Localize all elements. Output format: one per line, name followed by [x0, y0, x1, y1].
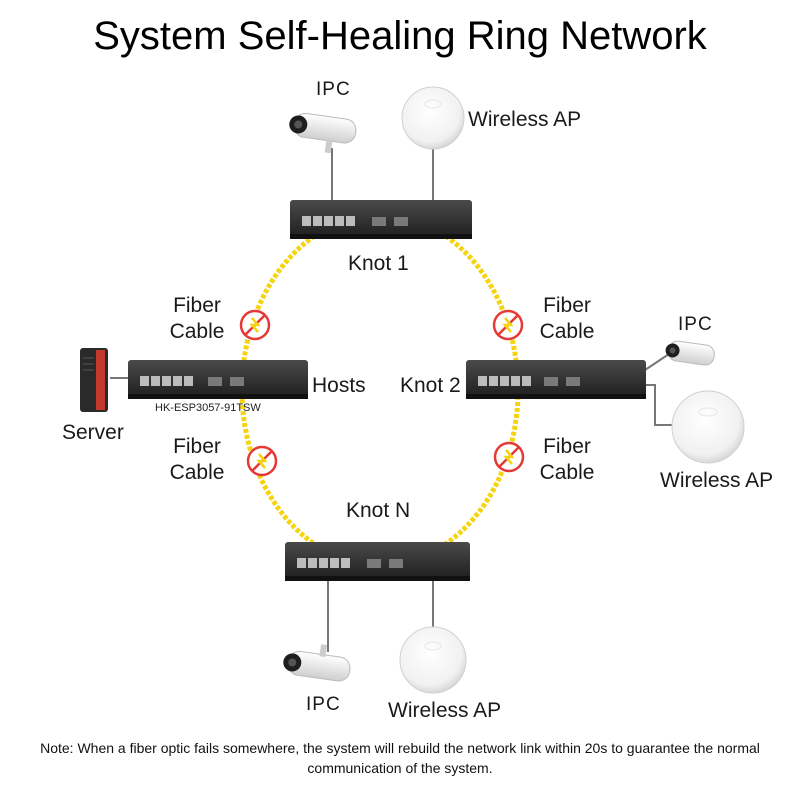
fiber-cable-line1: Fiber: [543, 435, 591, 458]
knot2-label: Knot 2: [400, 374, 461, 397]
server-icon: [80, 348, 108, 412]
fiber-cable-line1: Fiber: [543, 294, 591, 317]
ipc-label-knot1: IPC: [316, 79, 351, 100]
wireless-ap-label-knot2: Wireless AP: [660, 469, 774, 492]
fiber-cable-line2: Cable: [169, 461, 225, 484]
wireless-ap-icon-knotn: [399, 626, 467, 694]
switch-knot2: [466, 360, 646, 399]
fiber-cable-line2: Cable: [169, 320, 225, 343]
ipc-camera-icon-knot1: [289, 112, 357, 154]
line-knot2-ap: [645, 384, 678, 426]
ipc-camera-icon-knotn: [283, 644, 351, 682]
fiber-cable-label-top-left: Fiber Cable: [158, 293, 236, 345]
switch-knot1: [290, 200, 472, 239]
wireless-ap-label-knotn: Wireless AP: [388, 699, 502, 722]
hosts-label: Hosts: [312, 374, 366, 397]
wireless-ap-icon-knot2: [671, 390, 745, 464]
wireless-ap-icon-knot1: [401, 86, 465, 150]
connection-lines: [110, 145, 678, 652]
fiber-cable-line1: Fiber: [173, 435, 221, 458]
fiber-break-icon-bottom-left: [246, 445, 278, 477]
fiber-cable-label-bottom-left: Fiber Cable: [158, 434, 236, 486]
page-title: System Self-Healing Ring Network: [93, 14, 707, 58]
fiber-break-icon-top-right: [492, 309, 524, 341]
fiber-cable-label-bottom-right: Fiber Cable: [528, 434, 606, 486]
model-label: HK-ESP3057-91TSW: [155, 402, 261, 414]
ipc-camera-icon-knot2: [665, 340, 715, 366]
fiber-cable-line1: Fiber: [173, 294, 221, 317]
fiber-cable-label-top-right: Fiber Cable: [528, 293, 606, 345]
knot1-label: Knot 1: [348, 252, 409, 275]
server-label: Server: [62, 421, 124, 444]
fiber-break-icon-top-left: [239, 309, 271, 341]
fiber-break-icon-bottom-right: [493, 441, 525, 473]
ipc-label-knotn: IPC: [306, 694, 341, 715]
ipc-label-knot2: IPC: [678, 314, 713, 335]
switch-knotn: [285, 542, 470, 581]
fiber-cable-line2: Cable: [539, 461, 595, 484]
switch-hosts: [128, 360, 308, 399]
fiber-cable-line2: Cable: [539, 320, 595, 343]
footnote: Note: When a fiber optic fails somewhere…: [40, 740, 760, 776]
wireless-ap-label-knot1: Wireless AP: [468, 108, 582, 131]
knotn-label: Knot N: [346, 499, 411, 522]
